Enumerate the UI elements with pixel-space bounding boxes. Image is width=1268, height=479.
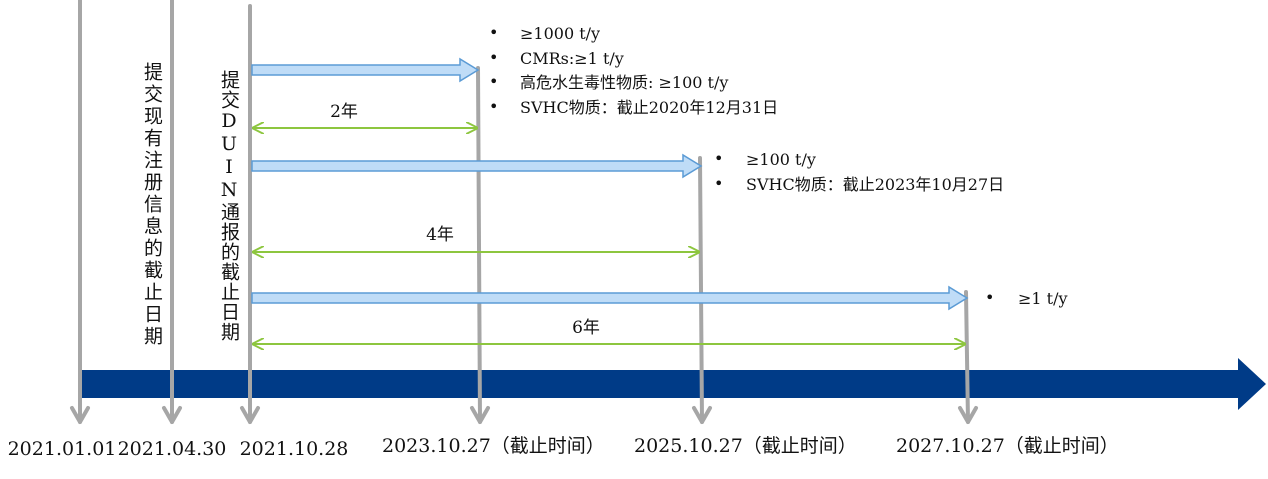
connector-head-2027-10-27 — [958, 406, 978, 424]
duration-label-3: 6年 — [572, 318, 600, 338]
period-arrow-2 — [251, 153, 703, 179]
phase1-bullet-1: ≥1000 t/y — [520, 24, 600, 43]
date-label-2023-10-27: 2023.10.27（截止时间） — [382, 435, 605, 457]
period-arrows — [251, 57, 969, 311]
phase1-bullet-3: 高危水生毒性物质: ≥100 t/y — [520, 73, 728, 92]
connector-2025-10-27 — [698, 156, 704, 424]
date-connectors — [70, 0, 978, 424]
date-label-2027-10-27: 2027.10.27（截止时间） — [896, 435, 1119, 457]
connector-head-2025-10-27 — [692, 406, 712, 424]
bullet-dot: • — [714, 174, 723, 193]
connector-head-2023-10-27 — [470, 406, 490, 424]
duration-arrows — [253, 128, 965, 344]
connector-head-2021-10-28 — [240, 406, 260, 424]
bullet-dot: • — [489, 23, 498, 42]
main-timeline-arrow — [80, 358, 1266, 410]
duin-notification-deadline-label: 提交DUIN通报的截止日期 — [218, 70, 240, 342]
phase1-bullet-list: • ≥1000 t/y • CMRs:≥1 t/y • 高危水生毒性物质: ≥1… — [489, 23, 778, 117]
phase1-bullet-2: CMRs:≥1 t/y — [520, 49, 624, 68]
connector-2023-10-27 — [476, 66, 482, 424]
bullet-dot: • — [985, 288, 994, 307]
date-label-2021-10-28: 2021.10.28 — [240, 438, 349, 460]
date-label-2021-04-30: 2021.04.30 — [118, 438, 227, 460]
bullet-dot: • — [489, 72, 498, 91]
phase2-bullet-list: • ≥100 t/y • SVHC物质：截止2023年10月27日 — [714, 149, 1004, 194]
period-arrow-3 — [251, 285, 969, 311]
period-arrow-1 — [251, 57, 480, 83]
date-label-2025-10-27: 2025.10.27（截止时间） — [634, 435, 857, 457]
phase3-bullet-1: ≥1 t/y — [1018, 289, 1068, 308]
phase2-bullet-1: ≥100 t/y — [746, 150, 816, 169]
duration-label-2: 4年 — [426, 225, 454, 245]
connector-2027-10-27 — [964, 290, 970, 424]
existing-registration-deadline-label: 提交现有注册信息的截止日期 — [141, 62, 163, 348]
bullet-dot: • — [489, 97, 498, 116]
connector-head-2021-01-01 — [70, 406, 90, 424]
phase2-bullet-2: SVHC物质：截止2023年10月27日 — [746, 175, 1004, 194]
date-label-2021-01-01: 2021.01.01 — [8, 438, 117, 460]
bullet-dot: • — [714, 149, 723, 168]
phase3-bullet-list: • ≥1 t/y — [985, 288, 1068, 308]
duration-label-1: 2年 — [330, 102, 358, 122]
connector-head-2021-04-30 — [162, 406, 182, 424]
phase1-bullet-4: SVHC物质：截止2020年12月31日 — [520, 98, 778, 117]
bullet-dot: • — [489, 48, 498, 67]
